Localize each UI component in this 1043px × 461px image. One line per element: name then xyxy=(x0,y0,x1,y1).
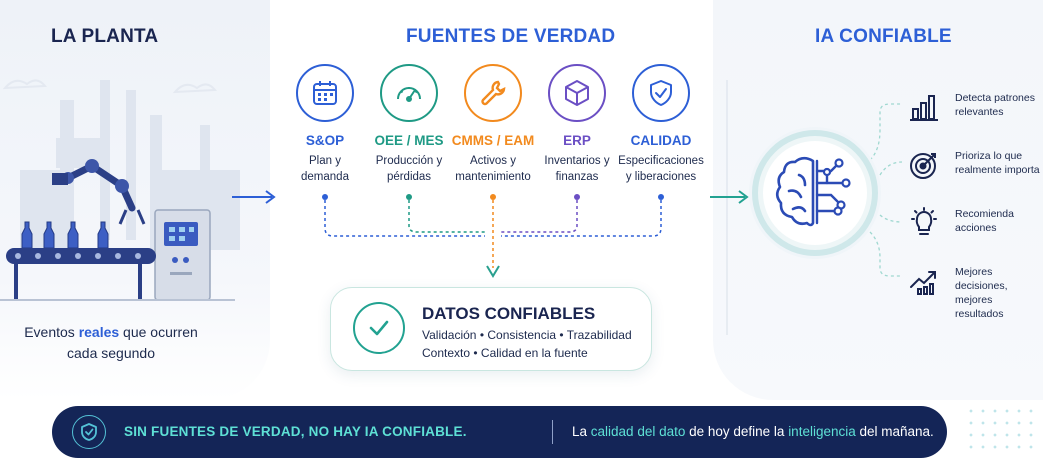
growth-chart-icon xyxy=(910,271,936,295)
fuentes-title: FUENTES DE VERDAD xyxy=(406,26,616,47)
calendar-icon xyxy=(296,64,354,122)
source-name: OEE / MES xyxy=(374,133,444,148)
gauge-icon xyxy=(380,64,438,122)
datos-line-2: Contexto • Calidad en la fuente xyxy=(422,346,588,360)
source-name: CALIDAD xyxy=(630,133,692,148)
eventos-caption: Eventos reales que ocurren cada segundo xyxy=(24,324,198,361)
banner-separator xyxy=(552,420,553,444)
decorative-dots xyxy=(965,405,1035,455)
lightbulb-icon xyxy=(911,207,937,235)
bottom-banner: SIN FUENTES DE VERDAD, NO HAY IA CONFIAB… xyxy=(52,406,947,458)
banner-right-text: La calidad del dato de hoy define la int… xyxy=(572,424,934,439)
banner-left-text: SIN FUENTES DE VERDAD, NO HAY IA CONFIAB… xyxy=(124,424,467,439)
datos-line-1: Validación • Consistencia • Trazabilidad xyxy=(422,328,632,342)
shield-check-icon xyxy=(632,64,690,122)
check-icon xyxy=(353,302,405,354)
target-icon xyxy=(910,153,936,179)
ia-title: IA CONFIABLE xyxy=(815,26,952,47)
source-name: CMMS / EAM xyxy=(451,133,535,148)
planta-title: LA PLANTA xyxy=(51,26,159,47)
datos-title: DATOS CONFIABLES xyxy=(422,304,596,323)
datos-confiables-card: DATOS CONFIABLES Validación • Consistenc… xyxy=(330,287,652,371)
bar-chart-icon xyxy=(910,95,938,121)
eventos-highlight: reales xyxy=(78,324,120,340)
wrench-icon xyxy=(464,64,522,122)
brain-icon xyxy=(747,125,883,261)
shield-check-icon xyxy=(72,415,106,449)
source-name: S&OP xyxy=(305,133,345,148)
benefit-mejores: Mejores decisiones,mejores resultados xyxy=(908,262,1043,320)
cube-icon xyxy=(548,64,606,122)
factory-illustration xyxy=(0,79,240,301)
source-name: ERP xyxy=(563,133,591,148)
